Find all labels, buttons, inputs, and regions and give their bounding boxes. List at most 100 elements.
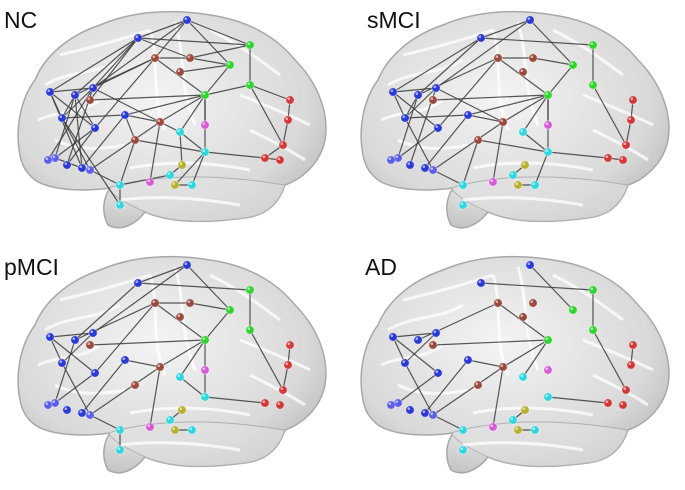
connection-edge: [179, 376, 206, 398]
connection-edge: [480, 37, 594, 46]
node-highlight: [135, 280, 139, 283]
node-occipital: [283, 115, 293, 125]
node-frontal: [431, 83, 441, 93]
node-highlight: [202, 394, 206, 397]
connection-edge: [480, 282, 594, 291]
connection-edge: [204, 151, 266, 159]
node-highlight: [87, 167, 91, 170]
connection-edge: [137, 264, 188, 284]
connection-edge: [467, 359, 504, 368]
node-highlight: [475, 137, 479, 140]
node-highlight: [262, 400, 266, 403]
connection-edge: [179, 339, 206, 378]
node-highlight: [530, 300, 534, 303]
node-frontal: [133, 33, 143, 43]
node-temporal: [458, 445, 468, 455]
node-temporal: [458, 180, 468, 190]
connection-edge: [61, 332, 94, 364]
node-frontal: [463, 355, 473, 365]
node-highlight: [59, 115, 63, 118]
node-highlight: [395, 400, 399, 403]
node-highlight: [422, 165, 426, 168]
node-highlight: [184, 17, 188, 21]
node-highlight: [59, 360, 63, 363]
connection-edge: [424, 359, 469, 414]
connection-edge: [89, 366, 161, 416]
connection-edge: [462, 139, 479, 186]
node-central: [130, 135, 140, 145]
node-central: [185, 53, 195, 63]
node-temporal: [115, 445, 125, 455]
brain-outline: [360, 10, 670, 229]
node-frontal: [433, 123, 443, 133]
node-highlight: [117, 182, 121, 185]
connection-edge: [480, 19, 531, 39]
node-highlight: [590, 287, 594, 290]
connection-edge: [404, 362, 434, 416]
node-frontal: [88, 328, 98, 338]
connection-edge: [186, 264, 231, 311]
node-highlight: [202, 122, 206, 125]
node-central: [528, 53, 538, 63]
node-frontal: [405, 160, 415, 170]
gyrus-fold: [54, 383, 126, 395]
node-highlight: [45, 402, 49, 405]
connection-edge: [547, 64, 574, 96]
node-frontal: [431, 328, 441, 338]
node-highlight: [277, 402, 281, 405]
node-highlight: [545, 92, 549, 95]
connection-edge: [189, 57, 231, 66]
connection-edge: [159, 94, 206, 123]
node-highlight: [172, 182, 176, 185]
connection-edge: [534, 151, 549, 186]
node-frontal: [62, 405, 72, 415]
node-occipital: [621, 385, 631, 395]
node-subcortical: [513, 180, 523, 190]
node-highlight: [407, 407, 411, 410]
node-occipital: [285, 340, 295, 350]
node-highlight: [545, 337, 549, 340]
connection-edge: [124, 94, 206, 116]
node-highlight: [167, 172, 171, 175]
connection-edge: [392, 332, 437, 338]
gyrus-fold: [397, 383, 469, 395]
gyrus-fold: [59, 28, 151, 57]
connection-edge: [49, 37, 139, 93]
node-highlight: [465, 357, 469, 360]
node-highlight: [247, 82, 251, 85]
node-central: [185, 298, 195, 308]
node-frontal: [476, 278, 486, 288]
node-highlight: [47, 89, 51, 92]
node-highlight: [227, 307, 231, 310]
connection-edge: [432, 121, 504, 171]
connection-edge: [119, 174, 171, 186]
node-orbitofrontal: [386, 400, 396, 410]
node-highlight: [87, 412, 91, 415]
node-parietal: [543, 90, 553, 100]
node-highlight: [287, 342, 291, 345]
node-temporal: [508, 170, 518, 180]
brain-panel-pmci: pMCI: [0, 245, 342, 490]
node-temporal: [543, 392, 553, 402]
node-highlight: [430, 97, 434, 100]
gyrus-fold: [209, 273, 281, 322]
node-temporal: [530, 180, 540, 190]
node-highlight: [202, 92, 206, 95]
node-highlight: [532, 182, 536, 185]
node-parietal: [225, 60, 235, 70]
connection-edge: [119, 139, 136, 186]
node-highlight: [147, 424, 151, 427]
node-temporal: [175, 372, 185, 382]
connection-edge: [437, 57, 499, 129]
node-orbitofrontal: [386, 155, 396, 165]
node-highlight: [495, 55, 499, 58]
node-central: [150, 298, 160, 308]
connection-edge: [392, 336, 406, 364]
node-highlight: [515, 182, 519, 185]
node-central: [150, 53, 160, 63]
node-highlight: [628, 117, 632, 120]
node-highlight: [177, 314, 181, 317]
node-temporal: [115, 425, 125, 435]
gyrus-fold: [402, 28, 494, 57]
node-highlight: [79, 410, 83, 413]
